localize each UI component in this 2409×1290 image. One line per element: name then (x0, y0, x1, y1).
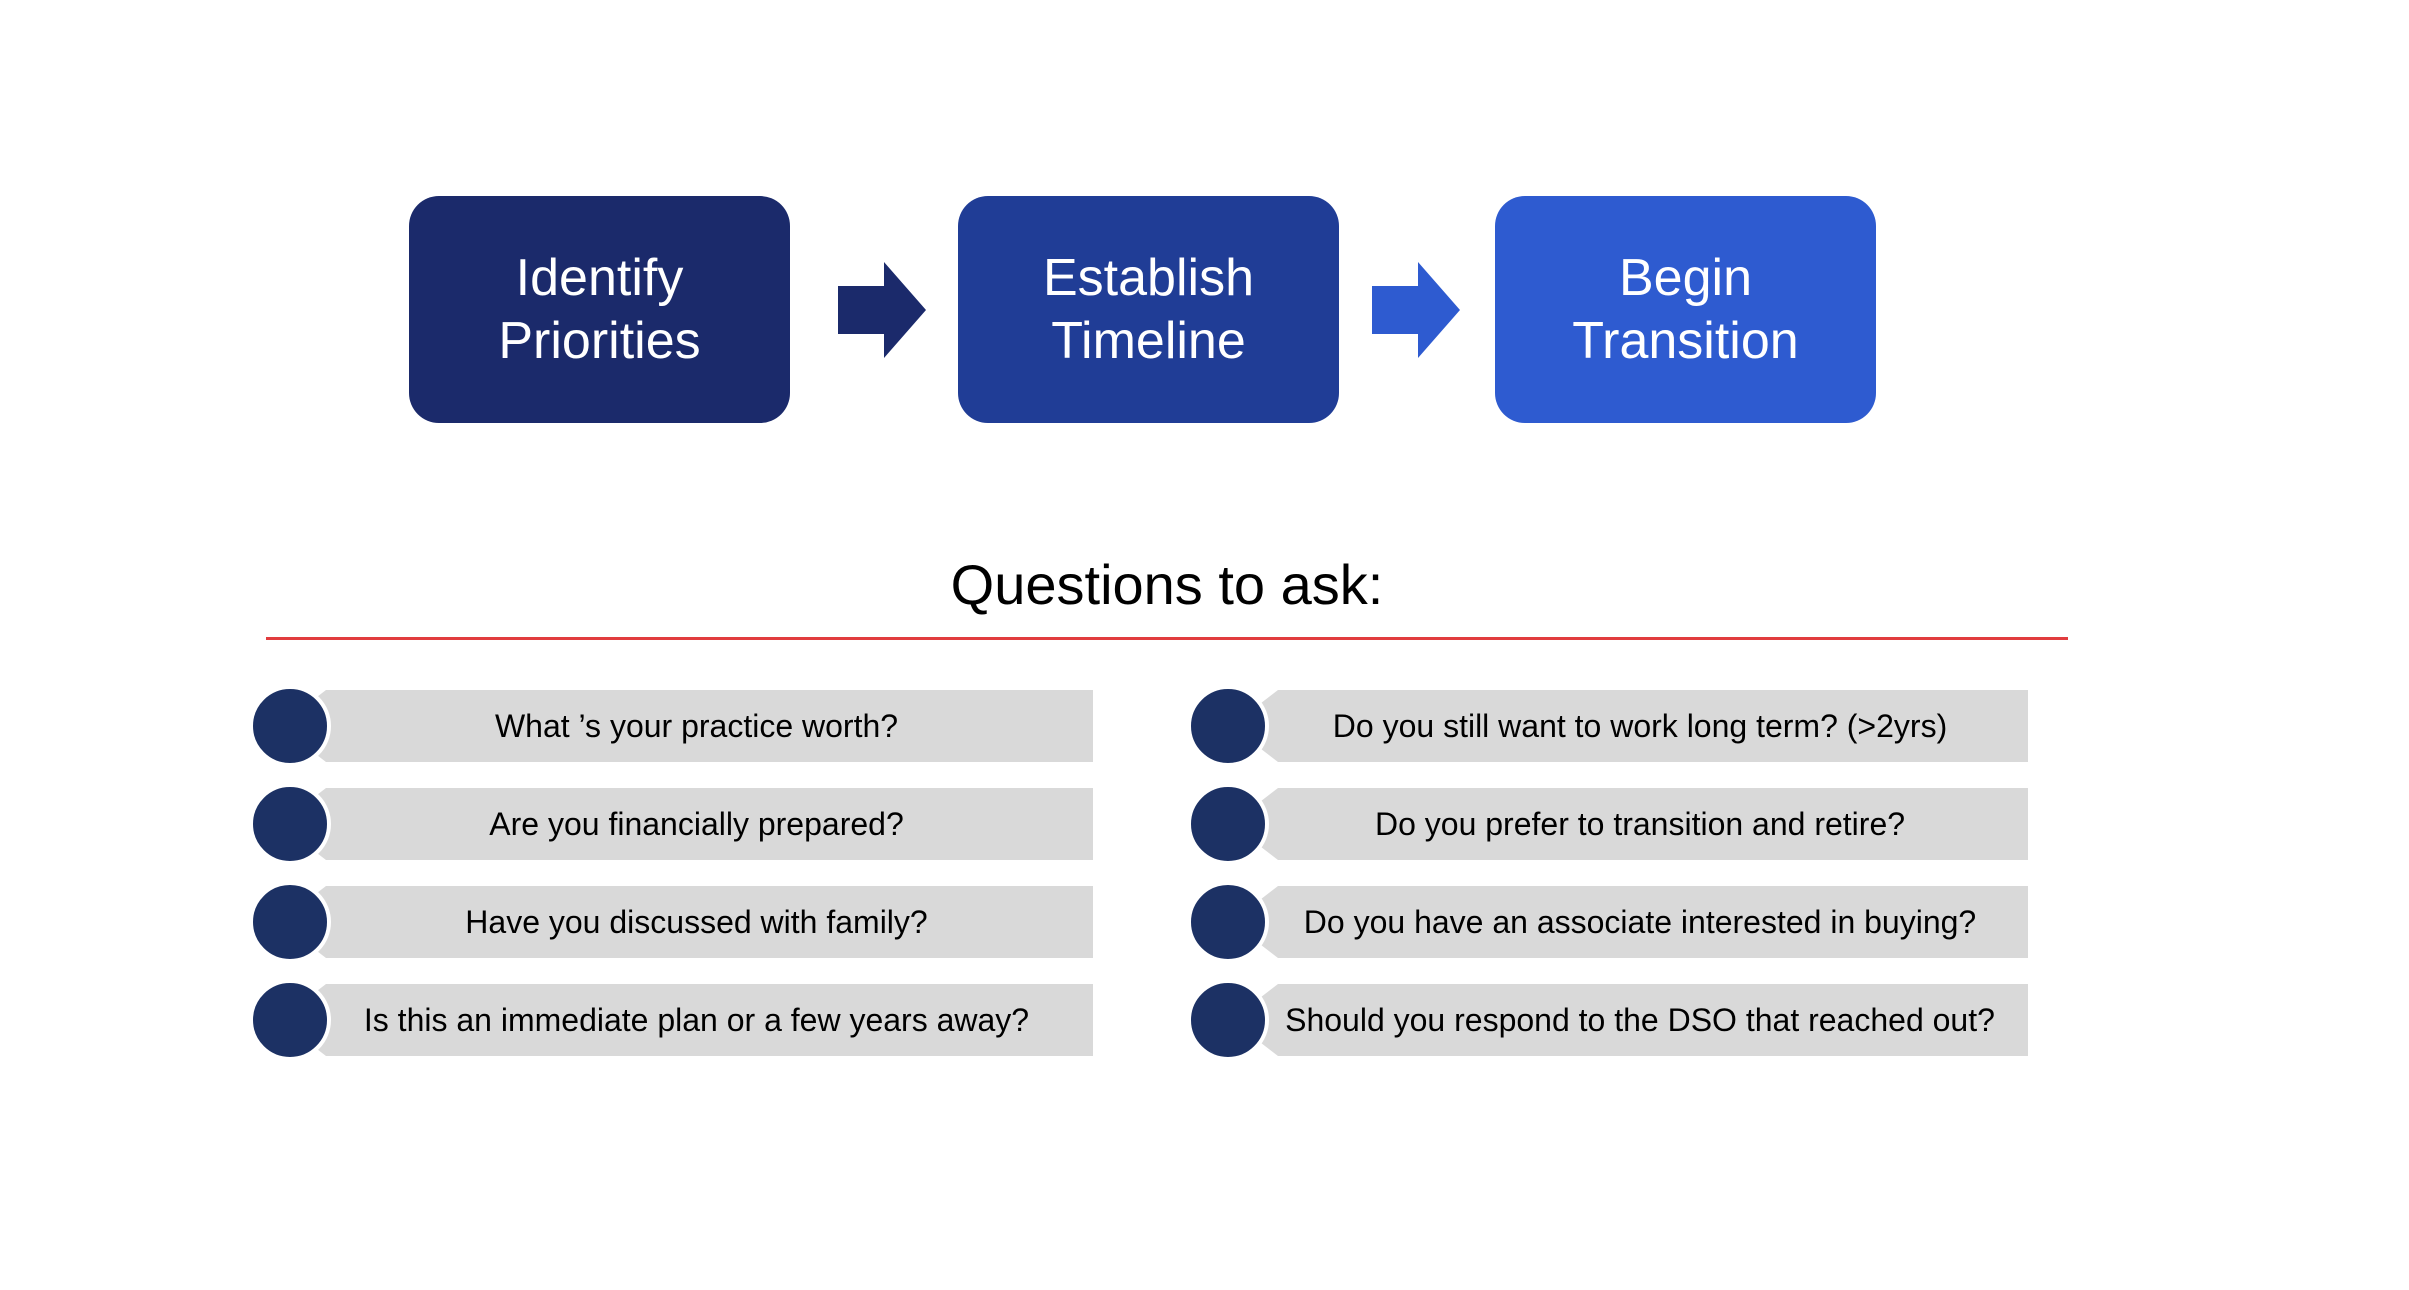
bullet-circle-icon (1187, 881, 1269, 963)
question-item: Are you financially prepared? (300, 788, 1093, 860)
question-item: Have you discussed with family? (300, 886, 1093, 958)
flow-step-label: Identify Priorities (498, 249, 701, 370)
flow-step-label: Begin Transition (1572, 249, 1799, 370)
question-item: Is this an immediate plan or a few years… (300, 984, 1093, 1056)
question-item: Do you still want to work long term? (>2… (1252, 690, 2028, 762)
arrow-right-icon (1372, 262, 1460, 358)
bullet-circle-icon (1187, 685, 1269, 767)
flow-step-establish-timeline: Establish Timeline (958, 196, 1339, 423)
bullet-circle-icon (249, 979, 331, 1061)
bullet-circle-icon (249, 685, 331, 767)
heading-divider-line (266, 637, 2068, 640)
question-item: Do you have an associate interested in b… (1252, 886, 2028, 958)
question-item: What ’s your practice worth? (300, 690, 1093, 762)
bullet-circle-icon (249, 783, 331, 865)
section-heading: Questions to ask: (950, 553, 1384, 616)
bullet-circle-icon (1187, 979, 1269, 1061)
bullet-circle-icon (249, 881, 331, 963)
flow-step-begin-transition: Begin Transition (1495, 196, 1876, 423)
question-item: Should you respond to the DSO that reach… (1252, 984, 2028, 1056)
bullet-circle-icon (1187, 783, 1269, 865)
flow-step-identify-priorities: Identify Priorities (409, 196, 790, 423)
flow-step-label: Establish Timeline (1043, 249, 1254, 370)
question-item: Do you prefer to transition and retire? (1252, 788, 2028, 860)
arrow-right-icon (838, 262, 926, 358)
